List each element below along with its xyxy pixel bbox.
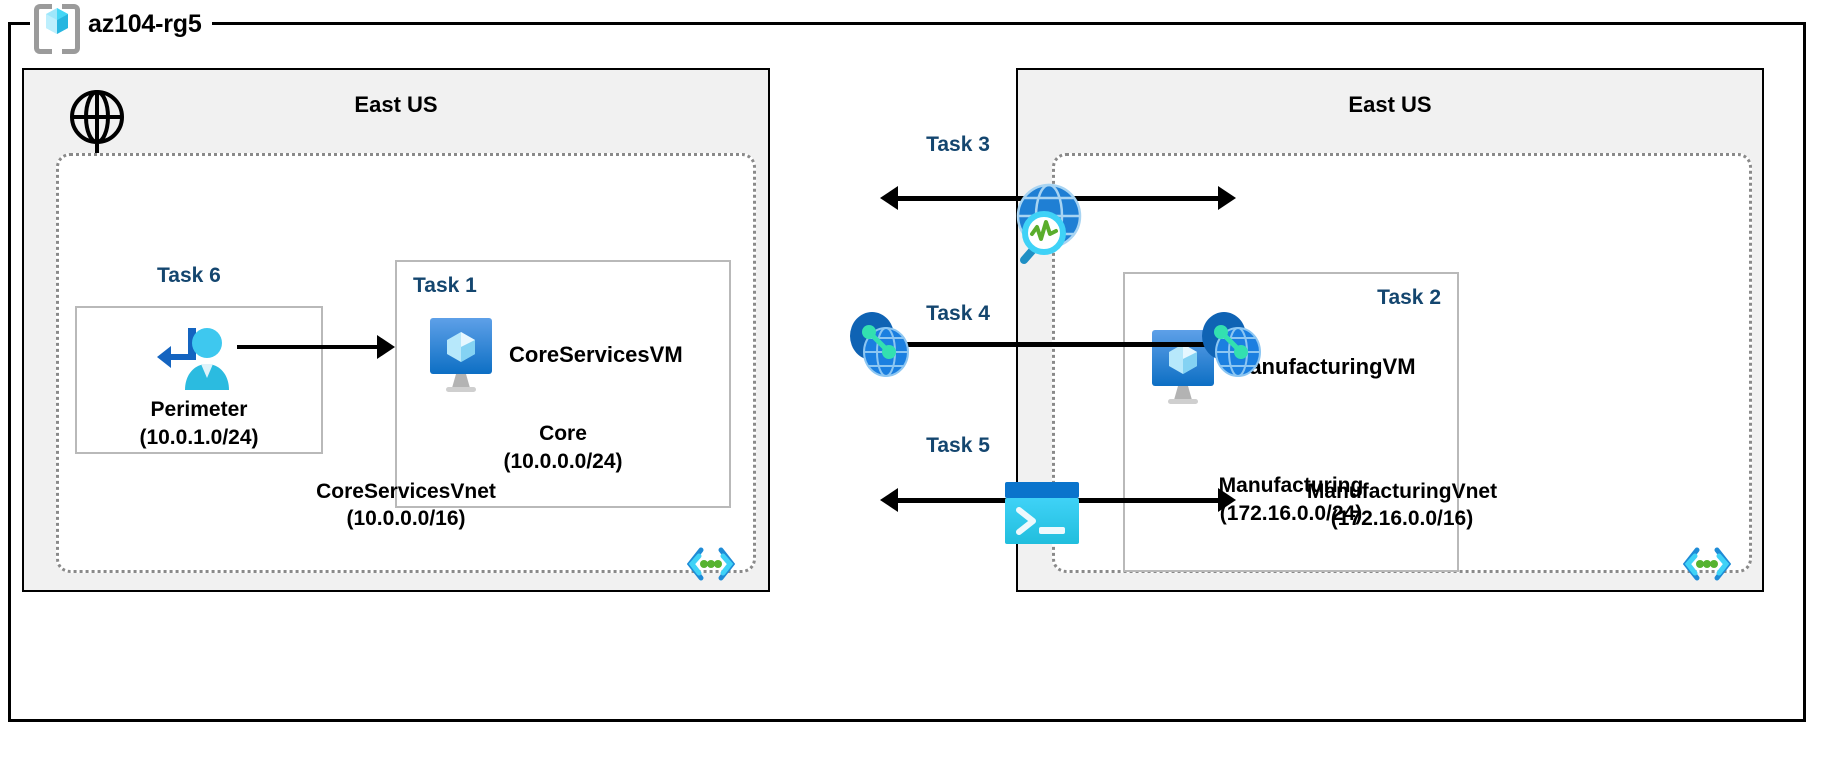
subnet-perimeter: Perimeter (10.0.1.0/24) xyxy=(75,306,323,454)
vnet-coreservices: Perimeter (10.0.1.0/24) Task 6 Task 1 xyxy=(56,153,756,581)
resource-group-name: az104-rg5 xyxy=(88,9,202,38)
subnet-brackets-icon xyxy=(1683,547,1731,581)
vnet-manufacturing-label: ManufacturingVnet (172.16.0.0/16) xyxy=(1055,478,1749,533)
manufacturing-caption: Manufacturing (172.16.0.0/24) xyxy=(1125,472,1457,527)
task-label-2: Task 2 xyxy=(1377,286,1441,309)
region-east-us-left: East US Perimeter xyxy=(22,68,770,592)
task-label-4: Task 4 xyxy=(926,302,990,325)
manufacturing-name: Manufacturing xyxy=(1218,474,1364,497)
vnet-manufacturing-name: ManufacturingVnet xyxy=(1306,480,1498,503)
core-name: Core xyxy=(539,422,587,445)
vnet-manufacturing-cidr: (172.16.0.0/16) xyxy=(1330,507,1474,531)
perimeter-name: Perimeter xyxy=(150,398,248,421)
network-watcher-globe-magnifier-icon xyxy=(1016,183,1082,264)
task-label-5: Task 5 xyxy=(926,434,990,457)
task-label-6: Task 6 xyxy=(157,264,221,287)
region-right-title: East US xyxy=(1348,92,1432,117)
perimeter-to-core-line xyxy=(237,345,379,349)
vm-coreservices: CoreServicesVM xyxy=(427,316,683,394)
task-label-1: Task 1 xyxy=(413,274,477,297)
task5-arrowhead-left xyxy=(880,488,898,512)
task3-arrowhead-right xyxy=(1218,186,1236,210)
azure-resource-group-cube-icon xyxy=(34,0,80,54)
resource-group-header: az104-rg5 xyxy=(30,0,212,54)
virtual-machine-icon xyxy=(430,318,492,392)
core-caption: Core (10.0.0.0/24) xyxy=(397,420,729,475)
vnet-peering-icon xyxy=(1202,312,1261,377)
subnet-brackets-icon xyxy=(687,547,735,581)
region-east-us-right: East US Task 2 xyxy=(1016,68,1764,592)
vm-coreservices-label: CoreServicesVM xyxy=(509,342,683,367)
cloud-shell-terminal-icon xyxy=(1005,482,1079,544)
subnet-manufacturing: Task 2 xyxy=(1123,272,1459,572)
cube-glyph xyxy=(46,8,68,34)
task-label-3: Task 3 xyxy=(926,133,990,156)
perimeter-caption: Perimeter (10.0.1.0/24) xyxy=(77,396,321,451)
task4-line xyxy=(898,342,1218,347)
vnet-coreservices-name: CoreServicesVnet xyxy=(316,480,496,503)
manufacturing-cidr: (172.16.0.0/24) xyxy=(1219,501,1363,525)
user-inbound-arrow-icon xyxy=(157,328,229,390)
vm-manufacturing: ManufacturingVM xyxy=(1149,328,1416,406)
globe-icon xyxy=(70,90,124,144)
core-cidr: (10.0.0.0/24) xyxy=(503,449,623,473)
task3-arrowhead-left xyxy=(880,186,898,210)
perimeter-cidr: (10.0.1.0/24) xyxy=(139,425,259,449)
vnet-coreservices-cidr: (10.0.0.0/16) xyxy=(346,507,466,531)
perimeter-to-core-arrowhead xyxy=(377,335,395,359)
task5-arrowhead-right xyxy=(1218,488,1236,512)
subnet-core: Task 1 xyxy=(395,260,731,508)
region-left-title: East US xyxy=(354,92,438,117)
vm-manufacturing-label: ManufacturingVM xyxy=(1231,354,1416,379)
vnet-peering-icon xyxy=(850,312,909,377)
vnet-manufacturing: Task 2 xyxy=(1052,153,1752,581)
vnet-coreservices-label: CoreServicesVnet (10.0.0.0/16) xyxy=(59,478,753,533)
